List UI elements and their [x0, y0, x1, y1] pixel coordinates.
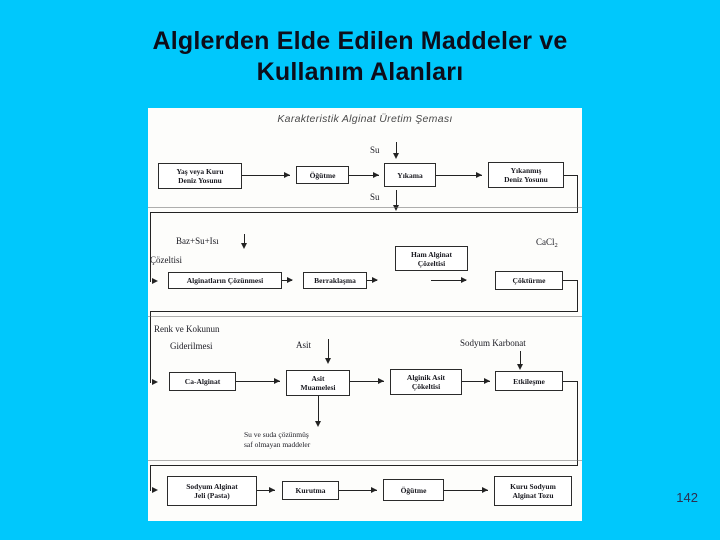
arrow-head-sodyum-karbonat: [516, 364, 523, 370]
connector-r3-2: [350, 381, 384, 382]
connector-r4-1: [257, 490, 275, 491]
label-cacl2-subscript: 2: [554, 242, 558, 249]
label-sodyum-karbonat: Sodyum Karbonat: [460, 338, 526, 348]
arrow-head-r4-in: [152, 487, 158, 493]
arrow-head-r3-in: [152, 379, 158, 385]
wrap-r2-left: [150, 311, 151, 383]
alginate-production-flowchart: Karakteristik Alginat Üretim Şeması Su Y…: [148, 108, 582, 521]
label-su-top: Su: [370, 145, 380, 155]
waste-line: [318, 396, 319, 425]
arrow-head-asit: [324, 358, 331, 364]
figure-heading: Karakteristik Alginat Üretim Şeması: [277, 113, 453, 125]
arrow-head-r1-2: [373, 172, 379, 178]
arrow-head-r4-1: [269, 487, 275, 493]
node-kuru-sodyum-alginat-tozu: Kuru Sodyum Alginat Tozu: [494, 476, 572, 506]
waste-arrow-head: [314, 421, 321, 427]
wrap-r1-vert: [577, 175, 578, 213]
arrow-line-sodyum-karbonat: [520, 351, 521, 367]
label-su-bottom: Su: [370, 192, 380, 202]
connector-r3-1: [236, 381, 280, 382]
node-ogutme-2: Öğütme: [383, 479, 444, 501]
arrow-line-asit: [328, 339, 329, 362]
arrow-head-su-bottom: [392, 205, 399, 211]
connector-r1-3: [436, 175, 482, 176]
label-cacl2-text: CaCl: [536, 237, 555, 247]
wrap-r3-bottom: [150, 465, 578, 466]
node-ogutme-1: Öğütme: [296, 166, 349, 184]
node-kurutma: Kurutma: [282, 481, 339, 500]
node-etkilesme: Etkileşme: [495, 371, 563, 391]
connector-r1-1: [242, 175, 290, 176]
node-cokturme: Çöktürme: [495, 271, 563, 290]
connector-r2-3: [431, 280, 466, 281]
connector-r3-3: [462, 381, 490, 382]
arrow-head-r4-3: [482, 487, 488, 493]
arrow-head-r3-1: [274, 378, 280, 384]
wrap-r3-vert: [577, 381, 578, 466]
label-cacl2: CaCl2: [536, 237, 558, 251]
node-ham-alginat-cozeltisi: Ham Alginat Çözeltisi: [395, 246, 468, 271]
wrap-r1-top: [564, 175, 578, 176]
arrow-head-r4-2: [371, 487, 377, 493]
wrap-r2-top: [563, 280, 577, 281]
label-giderilmesi: Giderilmesi: [170, 341, 213, 351]
node-asit-muamelesi: Asit Muamelesi: [286, 370, 350, 396]
page-title: Alglerden Elde Edilen Maddeler ve Kullan…: [60, 26, 660, 88]
label-renk-ve-kokunun: Renk ve Kokunun: [154, 324, 220, 334]
row-separator-2: [148, 316, 582, 317]
arrow-head-r2-2: [372, 277, 378, 283]
arrow-head-r1-3: [476, 172, 482, 178]
node-yas-veya-kuru-deniz-yosunu: Yaş veya Kuru Deniz Yosunu: [158, 163, 242, 189]
page-number: 142: [676, 490, 698, 505]
wrap-r3-top: [563, 381, 577, 382]
node-yikama: Yıkama: [384, 163, 436, 187]
arrow-head-r2-1: [287, 277, 293, 283]
arrow-head-r1-1: [284, 172, 290, 178]
label-cozeltisi: Çözeltisi: [150, 255, 182, 265]
node-alginatlarin-cozunmesi: Alginatların Çözünmesi: [168, 272, 282, 289]
wrap-r1-left: [150, 212, 151, 282]
arrow-head-r3-2: [378, 378, 384, 384]
wrap-r2-vert: [577, 280, 578, 312]
arrow-line-baz: [244, 234, 245, 245]
arrow-line-su-top: [396, 142, 397, 155]
wrap-r1-bottom: [150, 212, 578, 213]
row-separator-3: [148, 460, 582, 461]
page-title-line-1: Alglerden Elde Edilen Maddeler ve: [152, 27, 568, 55]
label-baz-su-isi: Baz+Su+Isı: [176, 236, 219, 246]
connector-r1-2: [349, 175, 379, 176]
label-asit: Asit: [296, 340, 312, 350]
arrow-head-baz: [240, 243, 247, 249]
page-title-line-2: Kullanım Alanları: [256, 58, 464, 86]
arrow-head-r2-3: [461, 277, 467, 283]
arrow-line-su-bottom: [396, 190, 397, 207]
node-ca-alginat: Ca-Alginat: [169, 372, 236, 391]
wrap-r2-bottom: [150, 311, 578, 312]
arrow-head-r2-in: [152, 278, 158, 284]
arrow-head-r3-3: [484, 378, 490, 384]
node-yikanmis-deniz-yosunu: Yıkanmış Deniz Yosunu: [488, 162, 564, 188]
connector-r4-3: [444, 490, 488, 491]
wrap-r3-left: [150, 465, 151, 491]
arrow-head-su-top: [392, 153, 399, 159]
node-berraklasma: Berraklaşma: [303, 272, 367, 289]
node-alginik-asit-cokeltisi: Alginik Asit Çökeltisi: [390, 369, 462, 395]
label-atik-maddeler: Su ve suda çözünmüş saf olmayan maddeler: [244, 430, 311, 449]
row-separator-1: [148, 207, 582, 208]
node-sodyum-alginat-jeli: Sodyum Alginat Jeli (Pasta): [167, 476, 257, 506]
connector-r4-2: [339, 490, 377, 491]
